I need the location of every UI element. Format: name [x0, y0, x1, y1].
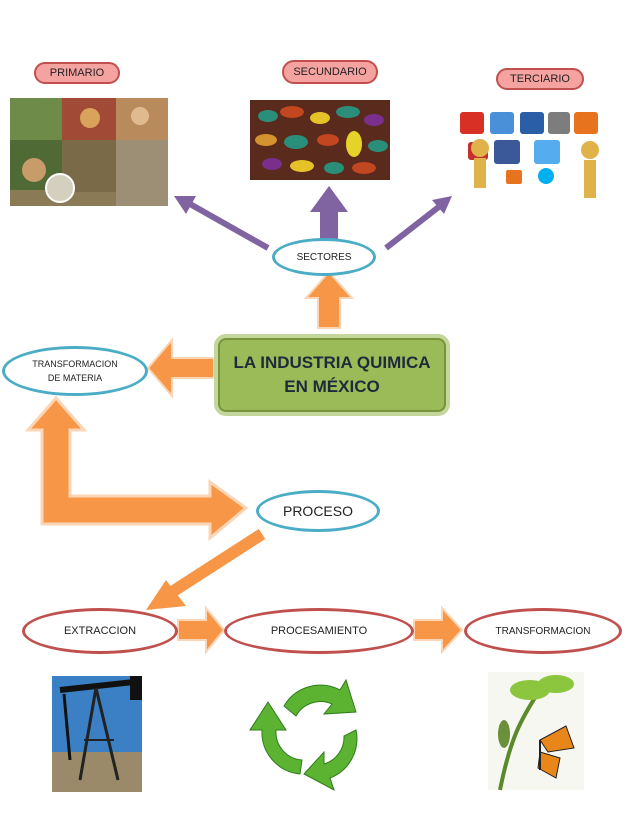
proceso-label: PROCESO [282, 503, 353, 519]
central-topic-line2: EN MÉXICO [284, 377, 380, 396]
purple-arrow-to-secundario [310, 186, 348, 240]
transformacion-materia-node: TRANSFORMACION DE MATERIA [2, 346, 148, 396]
sector-primario-pill: PRIMARIO [34, 62, 120, 84]
step-transformacion-label: TRANSFORMACION [495, 625, 591, 637]
step-procesamiento-label: PROCESAMIENTO [270, 625, 368, 637]
orange-arrow-procesamiento-transformacion [413, 605, 464, 655]
orange-arrow-extraccion-procesamiento [177, 605, 226, 655]
central-topic-line1: LA INDUSTRIA QUIMICA [233, 353, 431, 372]
sector-primario-label: PRIMARIO [49, 67, 105, 79]
purple-arrow-to-primario [174, 196, 270, 251]
proceso-node: PROCESO [256, 490, 380, 532]
sectores-node: SECTORES [272, 238, 376, 276]
butterfly-lifecycle-image [488, 672, 584, 791]
step-transformacion-node: TRANSFORMACION [464, 608, 622, 654]
transformacion-materia-line1: TRANSFORMACION [32, 359, 118, 369]
sectores-label: SECTORES [296, 251, 352, 263]
orange-bent-arrow-proceso [24, 395, 249, 542]
sector-terciario-label: TERCIARIO [510, 73, 570, 85]
sector-terciario-pill: TERCIARIO [496, 68, 584, 90]
recycle-arrows-icon [249, 678, 358, 792]
step-extraccion-node: EXTRACCION [22, 608, 178, 654]
orange-arrow-left-transformacion [146, 337, 215, 399]
step-procesamiento-node: PROCESAMIENTO [224, 608, 414, 654]
sector-secundario-pill: SECUNDARIO [282, 60, 378, 84]
central-topic-box: LA INDUSTRIA QUIMICA EN MÉXICO [214, 334, 450, 416]
orange-arrow-to-extraccion [146, 528, 266, 610]
orange-arrow-up-sectores [303, 270, 355, 329]
farming-collage-image [10, 98, 168, 206]
pills-image [250, 100, 390, 180]
oil-pump-image [52, 676, 142, 792]
social-media-figures-image [460, 112, 599, 198]
transformacion-materia-line2: DE MATERIA [47, 373, 103, 383]
step-extraccion-label: EXTRACCION [63, 625, 137, 637]
purple-arrow-to-terciario [384, 196, 452, 251]
sector-secundario-label: SECUNDARIO [293, 66, 367, 78]
